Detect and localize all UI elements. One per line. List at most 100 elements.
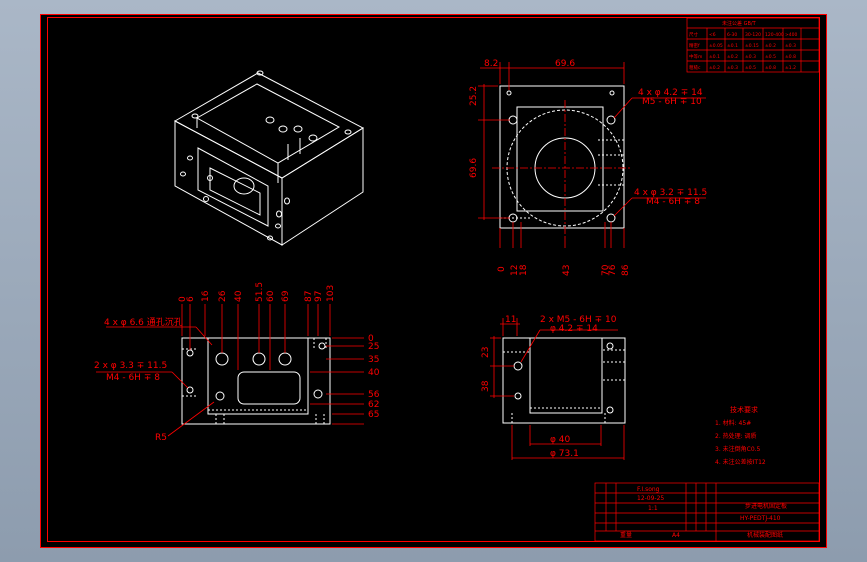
top-callout-1a: 4 x φ 4.2 ∓ 14 <box>638 88 703 98</box>
tolerance-cell: 粗糙c <box>689 64 701 71</box>
tolerance-cell: ±0.8 <box>785 54 796 60</box>
front-radius-r5: R5 <box>155 433 167 443</box>
tolerance-cell: ±0.5 <box>745 65 756 71</box>
tolerance-table-title: 未注公差 GB/T <box>722 20 757 27</box>
front-top-dim: 40 <box>234 290 244 302</box>
material-label: 重量 <box>620 531 632 539</box>
tolerance-cell: ±0.2 <box>709 65 720 71</box>
front-view-geometry <box>181 337 331 425</box>
technical-notes: 技术要求 1. 材料: 45# 2. 热处理: 调质 3. 未注倒角C0.5 4… <box>715 405 766 466</box>
part-name: 步进电机固定板 <box>745 502 787 510</box>
front-top-dim: 60 <box>266 290 276 302</box>
front-right-dim: 0 <box>368 334 374 344</box>
sheet-border-inner <box>47 17 820 542</box>
front-view-dimension-lines <box>96 304 364 437</box>
front-callout-2a: 2 x φ 3.3 ∓ 11.5 <box>94 361 167 371</box>
side-dim-11: 11 <box>505 315 516 325</box>
front-top-dim: 16 <box>201 290 211 302</box>
tolerance-table <box>686 17 820 73</box>
tolerance-cell: 中等m <box>689 53 702 60</box>
tolerance-cell: ±0.3 <box>785 43 796 49</box>
side-dim-38: 38 <box>481 380 491 392</box>
bottom-dim-18: 18 <box>519 264 529 276</box>
tolerance-cell: ±0.1 <box>709 54 720 60</box>
tolerance-header-cell: 6-30 <box>727 32 737 38</box>
tolerance-cell: ±0.5 <box>765 54 776 60</box>
tolerance-header-cell: 尺寸 <box>689 31 698 38</box>
tolerance-cell: ±0.15 <box>745 43 759 49</box>
drawing-canvas <box>40 14 827 548</box>
notes-title: 技术要求 <box>730 405 758 414</box>
note-1: 1. 材料: 45# <box>715 419 751 427</box>
left-dim-25-2: 25.2 <box>469 86 479 106</box>
side-callout-1: 2 x M5 - 6H ∓ 10 <box>540 315 617 325</box>
title-block <box>594 482 820 542</box>
side-view-geometry <box>502 337 626 424</box>
front-right-dim: 62 <box>368 400 379 410</box>
front-callout-1: 4 x φ 6.6 通孔沉孔 <box>104 317 183 328</box>
top-dim-69-6: 69.6 <box>555 59 575 69</box>
top-callout-2a: 4 x φ 3.2 ∓ 11.5 <box>634 188 707 198</box>
tolerance-cell: ±0.05 <box>709 43 723 49</box>
side-dim-23: 23 <box>481 347 491 358</box>
top-view-centerlines <box>492 100 632 236</box>
note-3: 3. 未注倒角C0.5 <box>715 445 761 453</box>
side-dim-phi-73-1: φ 73.1 <box>550 449 579 459</box>
front-callout-2b: M4 - 6H ∓ 8 <box>106 373 160 383</box>
tolerance-cell: ±0.2 <box>727 54 738 60</box>
top-dim-8-2: 8.2 <box>484 59 498 69</box>
tolerance-cell: ±0.2 <box>765 43 776 49</box>
top-callout-2b: M4 - 6H ∓ 8 <box>646 197 700 207</box>
design-date: 12-09-25 <box>637 495 664 502</box>
top-view-dimension-text: 8.2 69.6 25.2 69.6 0 12 18 43 70 76 86 4… <box>469 59 707 276</box>
top-callout-1b: M5 - 6H ∓ 10 <box>642 97 702 107</box>
front-top-dim: 69 <box>281 290 291 302</box>
drawing-scale: 1:1 <box>648 505 658 512</box>
front-top-dim: 51.5 <box>255 282 265 302</box>
bottom-dim-43: 43 <box>562 265 572 276</box>
tolerance-cell: ±0.8 <box>765 65 776 71</box>
sheet-border-outer <box>40 14 827 548</box>
front-top-dim: 97 <box>314 291 324 302</box>
bottom-dim-12: 12 <box>510 265 520 276</box>
tolerance-cell: 精密f <box>689 42 700 49</box>
bottom-dim-76: 76 <box>608 264 618 276</box>
front-right-dim: 35 <box>368 355 379 365</box>
tolerance-header-cell: 30-120 <box>745 32 761 38</box>
tolerance-cell: ±0.3 <box>745 54 756 60</box>
title-block-text: F.I.song 12-09-25 1:1 步进电机固定板 HY-PEDTJ-4… <box>620 486 787 539</box>
tolerance-header-cell: <6 <box>709 32 716 38</box>
front-top-dim: 87 <box>304 291 314 302</box>
front-top-dim: 0 <box>178 296 188 302</box>
tolerance-header-cell: >400 <box>785 32 797 38</box>
side-dim-phi-40: φ 40 <box>550 435 571 445</box>
isometric-view <box>173 70 365 246</box>
note-4: 4. 未注公差按IT12 <box>715 458 766 466</box>
front-right-dim: 40 <box>368 368 380 378</box>
company-name: 机械装配图纸 <box>747 531 783 539</box>
front-top-dim: 103 <box>326 285 336 302</box>
front-top-dim: 6 <box>186 296 196 302</box>
front-top-dim: 26 <box>218 290 228 302</box>
bottom-dim-70: 70 <box>601 264 611 276</box>
tolerance-table-text: 未注公差 GB/T 尺寸 <6 6-30 30-120 120-400>400 精密f ±0… <box>689 20 797 71</box>
tolerance-cell: ±0.1 <box>727 43 738 49</box>
note-2: 2. 热处理: 调质 <box>715 432 757 440</box>
bottom-dim-0: 0 <box>497 266 507 272</box>
front-right-dim: 65 <box>368 410 379 420</box>
tolerance-cell: ±1.2 <box>785 65 796 71</box>
drawing-number: HY-PEDTJ-410 <box>740 515 781 522</box>
top-view-dimension-lines <box>478 62 706 248</box>
left-dim-69-6: 69.6 <box>469 158 479 178</box>
side-view-dimension-text: 11 2 x M5 - 6H ∓ 10 φ 4.2 ∓ 14 23 38 φ 4… <box>481 315 617 459</box>
side-callout-2: φ 4.2 ∓ 14 <box>550 324 598 334</box>
bottom-dim-86: 86 <box>621 264 631 276</box>
side-view-dimension-lines <box>490 318 625 460</box>
designer-name: F.I.song <box>637 486 660 493</box>
tolerance-header-cell: 120-400 <box>765 32 784 38</box>
sheet-size: A4 <box>672 532 680 539</box>
